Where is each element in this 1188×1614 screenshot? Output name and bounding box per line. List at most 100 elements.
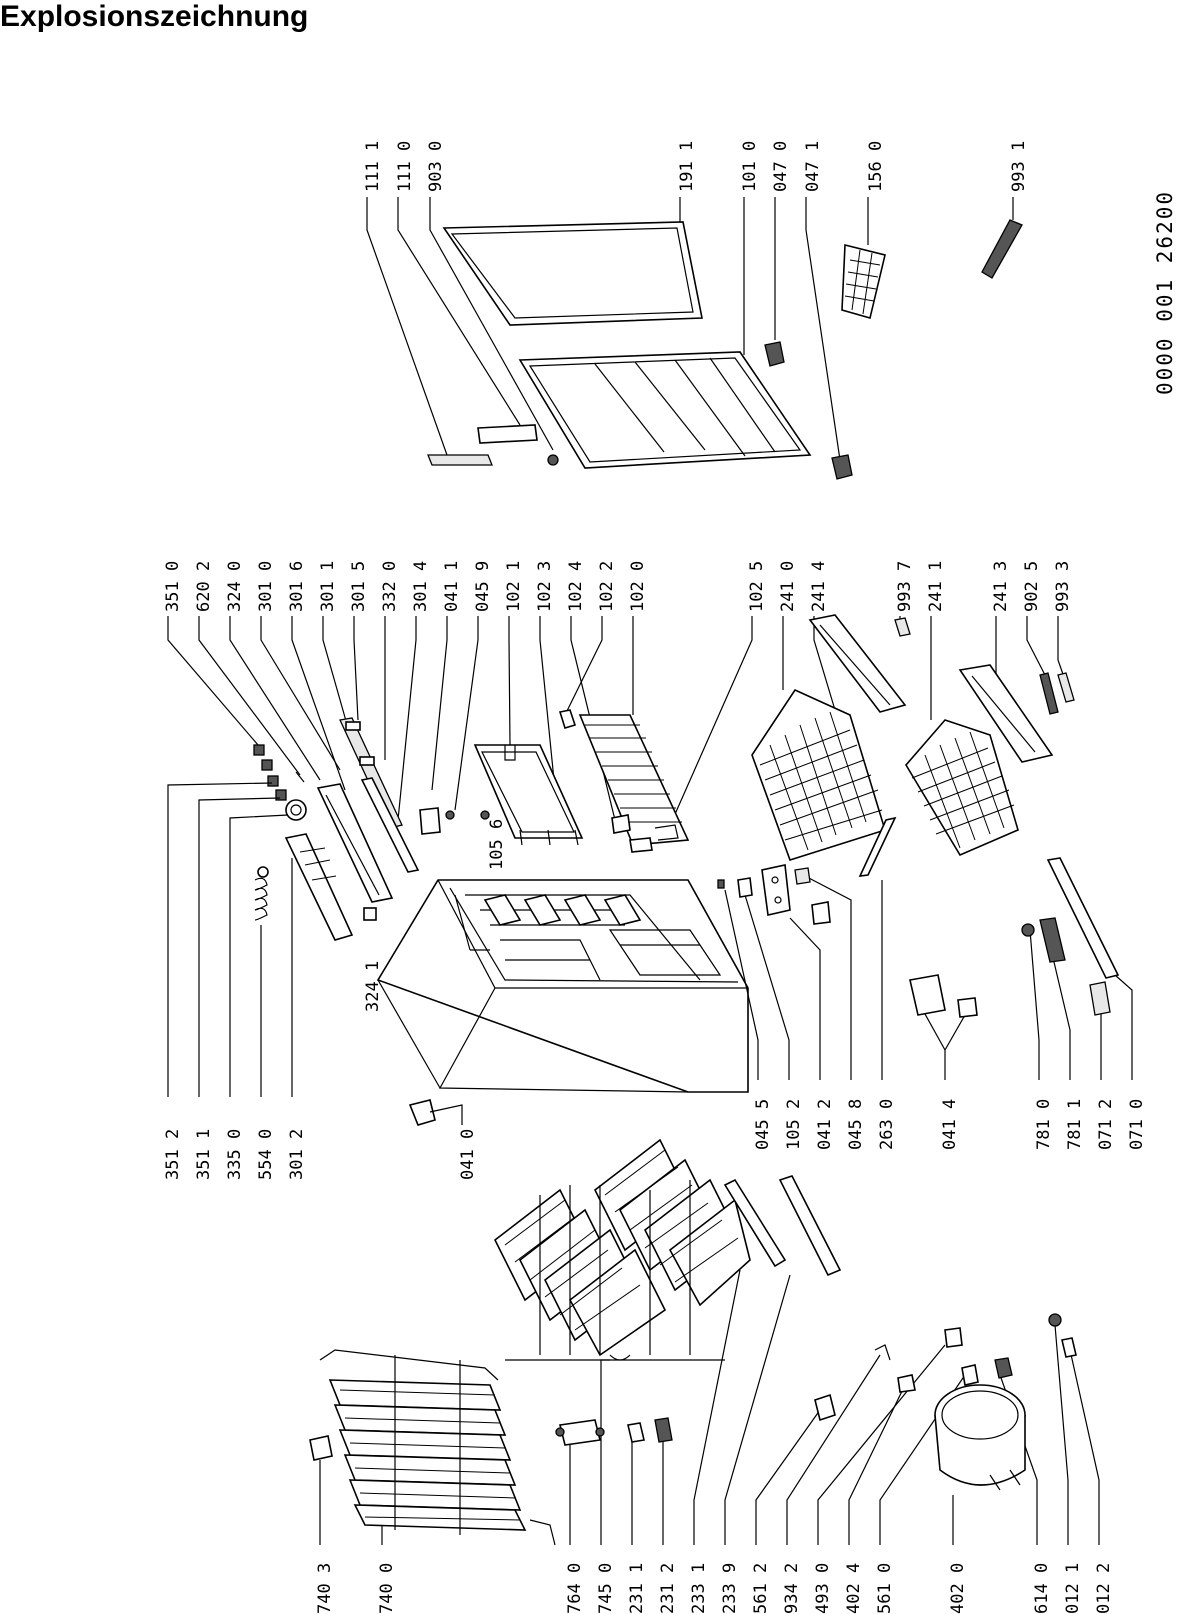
label-781-1: 781 1	[1065, 1099, 1085, 1150]
foot-part-2	[957, 997, 978, 1018]
label-156-0: 156 0	[866, 141, 886, 192]
label-561-0: 561 0	[875, 1563, 895, 1614]
label-554-0: 554 0	[256, 1129, 276, 1180]
label-332-0: 332 0	[380, 561, 400, 612]
relay-box-part	[309, 1435, 333, 1461]
door-gasket-part	[442, 221, 703, 326]
part-561-0	[961, 1364, 979, 1386]
cover-part	[737, 877, 753, 898]
label-045-8: 045 8	[846, 1099, 866, 1150]
upper-basket-part	[751, 688, 886, 861]
top-hinge-part	[419, 807, 441, 835]
label-903-0: 903 0	[426, 141, 446, 192]
label-993-7: 993 7	[895, 561, 915, 612]
cap-part-4	[275, 789, 287, 801]
cabinet-shelf-2	[523, 894, 562, 926]
clip-part	[558, 709, 577, 729]
control-housing-part	[284, 833, 354, 941]
label-745-0: 745 0	[596, 1563, 616, 1614]
grommet-part	[1021, 923, 1035, 937]
kick-plate-part	[1046, 857, 1120, 979]
bottom-hinge-part	[408, 1099, 436, 1126]
lamp-holder-part	[363, 907, 377, 921]
thermostat-knob-part	[285, 799, 307, 821]
label-045-5: 045 5	[753, 1099, 773, 1150]
tray-frame-part	[473, 744, 584, 839]
label-402-4: 402 4	[844, 1563, 864, 1614]
label-324-0: 324 0	[225, 561, 245, 612]
hinge-cap-part	[764, 341, 785, 367]
plate-part	[1089, 981, 1111, 1016]
label-231-1: 231 1	[627, 1563, 647, 1614]
part-614-0	[994, 1357, 1013, 1379]
label-993-3: 993 3	[1053, 561, 1073, 612]
label-351-1: 351 1	[194, 1129, 214, 1180]
divider-part	[808, 614, 907, 713]
bottom-leaders	[319, 1269, 1100, 1545]
cabinet-shelf-1	[483, 894, 522, 926]
cap-part-3	[267, 775, 279, 787]
rail-part-233-1	[723, 1178, 787, 1268]
top-mid-parts	[253, 614, 1075, 941]
label-241-1: 241 1	[926, 561, 946, 612]
cabinet-group	[376, 879, 749, 1126]
part-561-2	[814, 1393, 836, 1422]
label-012-1: 012 1	[1063, 1563, 1083, 1614]
cabinet-labels: 324 1 105 6 041 0	[363, 819, 507, 1180]
hinge-bracket-part	[761, 864, 791, 916]
cabinet-body-part	[376, 879, 749, 1093]
label-105-2: 105 2	[784, 1099, 804, 1150]
top-mid-leaders	[167, 616, 1066, 831]
label-041-1: 041 1	[442, 561, 462, 612]
label-301-5: 301 5	[349, 561, 369, 612]
label-764-0: 764 0	[565, 1563, 585, 1614]
label-902-5: 902 5	[1022, 561, 1042, 612]
rail-part-233-9	[778, 1175, 842, 1277]
label-191-1: 191 1	[677, 141, 697, 192]
dryer-part	[559, 1419, 601, 1446]
label-324-1: 324 1	[363, 961, 383, 1012]
cabinet-shelf-3	[563, 894, 602, 926]
part-493-0	[944, 1327, 963, 1348]
label-301-0: 301 0	[256, 561, 276, 612]
bolt-part	[794, 867, 811, 885]
handle-part	[477, 424, 538, 444]
hinge-cap-part-2	[831, 454, 853, 480]
part-012-1	[1048, 1313, 1062, 1327]
mid-bottom-parts	[717, 857, 1120, 1018]
bottom-bracket-part	[909, 974, 946, 1016]
label-102-5: 102 5	[747, 561, 767, 612]
bracket-part	[654, 824, 679, 841]
condenser-coil-part	[319, 1349, 556, 1546]
top-right-parts	[427, 219, 1023, 480]
label-102-3: 102 3	[535, 561, 555, 612]
label-241-0: 241 0	[778, 561, 798, 612]
small-part-231-1	[627, 1422, 645, 1443]
lower-basket-part	[905, 719, 1019, 857]
label-041-2: 041 2	[815, 1099, 835, 1150]
trim-strip-part	[427, 454, 493, 466]
mid-left-labels: 351 2 351 1 335 0 554 0 301 2	[163, 1129, 307, 1180]
label-105-6: 105 6	[487, 819, 507, 870]
label-047-1: 047 1	[803, 141, 823, 192]
door-part	[518, 351, 812, 469]
part-012-2	[1061, 1337, 1077, 1358]
label-934-2: 934 2	[782, 1563, 802, 1614]
label-102-0: 102 0	[628, 561, 648, 612]
cap-part-1	[253, 744, 265, 756]
spring-part	[254, 877, 268, 921]
label-493-0: 493 0	[813, 1563, 833, 1614]
top-right-labels: 111 1 111 0 903 0 191 1 101 0 047 0 047 …	[363, 141, 1029, 192]
small-part-231-2	[654, 1417, 673, 1443]
top-right-leaders	[366, 197, 1014, 461]
label-740-0: 740 0	[377, 1563, 397, 1614]
label-111-0: 111 0	[395, 141, 415, 192]
label-233-9: 233 9	[720, 1563, 740, 1614]
label-102-4: 102 4	[566, 561, 586, 612]
label-301-1: 301 1	[318, 561, 338, 612]
mid-left-leaders	[167, 782, 293, 1097]
label-101-0: 101 0	[740, 141, 760, 192]
small-plate-part	[345, 721, 361, 731]
label-620-2: 620 2	[194, 561, 214, 612]
evaporator-part	[493, 1138, 751, 1361]
